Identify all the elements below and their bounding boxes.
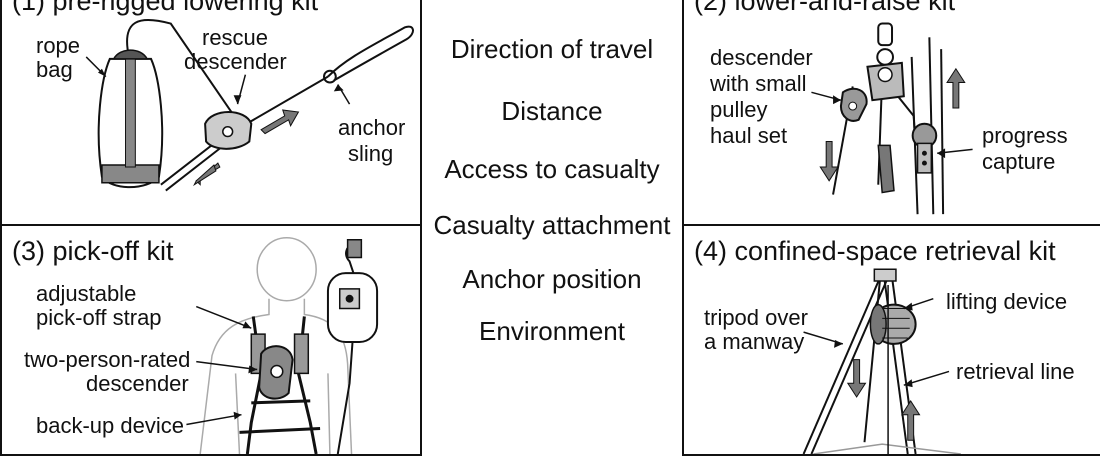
- label-retrieval-line: retrieval line: [956, 359, 1075, 384]
- label-progress: progress: [982, 123, 1068, 148]
- lifting-device-icon: [870, 305, 915, 344]
- two-person-rated-descender-icon: [259, 346, 292, 398]
- criterion-casualty-attachment: Casualty attachment: [433, 210, 671, 240]
- label-capture: capture: [982, 149, 1056, 174]
- progress-capture-icon: [913, 124, 937, 173]
- label-rope: rope: [36, 33, 81, 58]
- label-anchor: anchor: [338, 115, 406, 140]
- panel-lower-and-raise-kit: (2) lower-and-raise kit descender with s…: [682, 0, 1100, 226]
- label-rescue: rescue: [202, 25, 269, 50]
- pick-off-kit-illustration: [2, 226, 420, 454]
- lowering-kit-illustration: [2, 0, 420, 224]
- label-bag: bag: [36, 57, 73, 82]
- label-two-person-rated: two-person-rated: [24, 347, 191, 372]
- selection-criteria-list: Direction of travel Distance Access to c…: [422, 0, 682, 450]
- label-with-small: with small: [710, 71, 807, 96]
- label-adjustable: adjustable: [36, 281, 137, 306]
- rescue-descender-icon: [205, 112, 251, 149]
- criterion-access-to-casualty: Access to casualty: [444, 154, 660, 184]
- label-sling: sling: [348, 141, 394, 166]
- label-haul-set: haul set: [710, 123, 788, 148]
- criterion-distance: Distance: [501, 96, 603, 126]
- panel-confined-space-retrieval-kit: (4) confined-space retrieval kit tripod …: [682, 224, 1100, 456]
- label-descender: descender: [86, 371, 189, 396]
- label-pulley: pulley: [710, 97, 768, 122]
- panel-title: (3) pick-off kit: [12, 236, 174, 266]
- panel-pre-rigged-lowering-kit: (1) pre-rigged lowering kit rope bag res…: [0, 0, 422, 226]
- label-descender: descender: [184, 49, 287, 74]
- label-tripod-over: tripod over: [704, 305, 808, 330]
- panel-title: (1) pre-rigged lowering kit: [12, 0, 319, 16]
- panel-title: (4) confined-space retrieval kit: [694, 236, 1056, 266]
- panel-title: (2) lower-and-raise kit: [694, 0, 956, 16]
- pulley-haul-set-icon: [841, 63, 904, 193]
- criterion-direction-of-travel: Direction of travel: [450, 34, 654, 64]
- label-descender: descender: [710, 45, 813, 70]
- rope-bag-icon: [99, 50, 163, 187]
- label-back-up-device: back-up device: [36, 413, 184, 438]
- label-lifting-device: lifting device: [946, 289, 1068, 314]
- label-a-manway: a manway: [704, 329, 805, 354]
- lower-raise-kit-illustration: [684, 0, 1100, 224]
- back-up-device-icon: [328, 240, 377, 454]
- criterion-environment: Environment: [479, 316, 625, 346]
- panel-pick-off-kit: (3) pick-off kit adjustable pick-off str…: [0, 224, 422, 456]
- criterion-anchor-position: Anchor position: [462, 264, 642, 294]
- label-pick-off-strap: pick-off strap: [36, 305, 162, 330]
